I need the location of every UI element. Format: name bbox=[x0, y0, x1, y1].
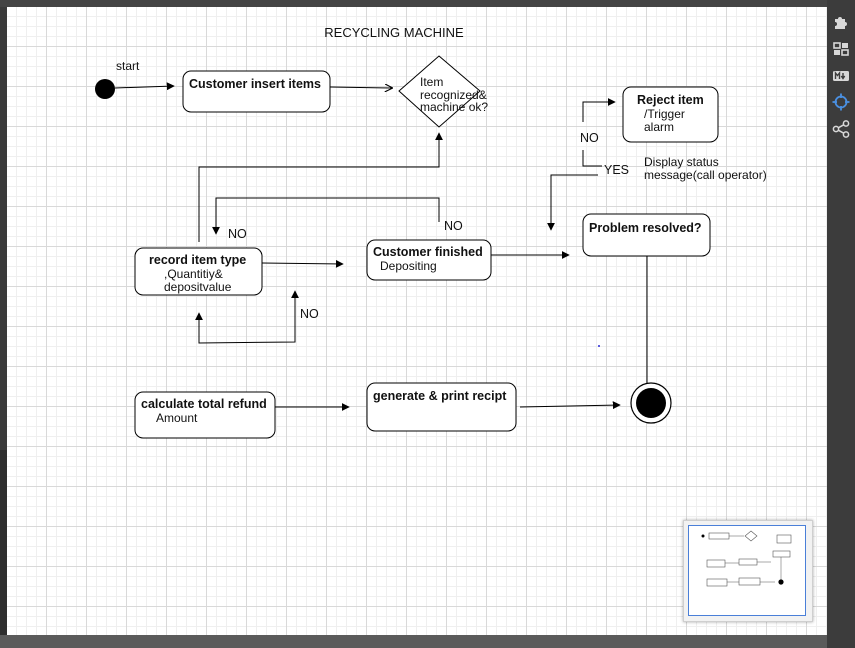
diagram-title: RECYCLING MACHINE bbox=[324, 25, 464, 40]
refund-title: calculate total refund bbox=[141, 397, 267, 411]
finished-title: Customer finished bbox=[373, 245, 483, 259]
edge-lower-no-loop bbox=[195, 312, 296, 344]
edge-start-to-insert bbox=[114, 82, 175, 91]
edge-yes-to-problem bbox=[547, 174, 598, 231]
start-node[interactable] bbox=[95, 79, 115, 99]
record-line-2: depositvalue bbox=[164, 280, 232, 294]
display-status-line-2: message(call operator) bbox=[644, 168, 767, 182]
top-bar bbox=[0, 0, 855, 7]
node-customer-insert[interactable]: Customer insert items bbox=[182, 70, 331, 113]
record-line-1: ,Quantitiy& bbox=[164, 267, 223, 281]
label-no-top: NO bbox=[580, 131, 599, 145]
label-no-center: NO bbox=[444, 219, 463, 233]
decision-line-2: recognized& bbox=[420, 88, 487, 102]
decision-line-1: Item bbox=[420, 75, 443, 89]
node-calculate-refund[interactable]: calculate total refund Amount bbox=[134, 391, 276, 439]
share-icon[interactable] bbox=[831, 119, 851, 139]
reject-line-2: alarm bbox=[644, 120, 674, 134]
node-decision[interactable]: Item recognized& machine ok? bbox=[398, 55, 488, 128]
markdown-icon[interactable] bbox=[831, 66, 851, 86]
edge-record-to-decision bbox=[198, 132, 443, 242]
reject-line-1: /Trigger bbox=[644, 107, 685, 121]
node-generate-print[interactable]: generate & print recipt bbox=[366, 382, 517, 432]
display-status-line-1: Display status bbox=[644, 155, 719, 169]
finished-line: Depositing bbox=[380, 259, 437, 273]
edge-finished-no-to-record bbox=[212, 197, 440, 235]
edge-insert-to-decision bbox=[329, 87, 392, 88]
left-panel-edge bbox=[0, 450, 7, 635]
record-title: record item type bbox=[149, 253, 246, 267]
label-no-lower: NO bbox=[300, 307, 319, 321]
state-diagram: RECYCLING MACHINE start Customer insert … bbox=[95, 25, 767, 439]
edge-record-to-finished bbox=[261, 259, 344, 268]
edge-no-to-reject bbox=[582, 98, 616, 122]
target-icon[interactable] bbox=[831, 92, 851, 112]
node-reject-item[interactable]: Reject item /Trigger alarm bbox=[622, 86, 719, 143]
label-no-loop-left: NO bbox=[228, 227, 247, 241]
edge-yes-stub bbox=[582, 150, 602, 167]
stray-dot bbox=[598, 345, 600, 347]
node-customer-finished[interactable]: Customer finished Depositing bbox=[366, 239, 492, 281]
print-label: generate & print recipt bbox=[373, 389, 507, 403]
refund-line: Amount bbox=[156, 411, 198, 425]
minimap-viewport[interactable] bbox=[688, 525, 806, 616]
diagram-canvas[interactable]: RECYCLING MACHINE start Customer insert … bbox=[7, 7, 827, 635]
minimap[interactable] bbox=[683, 520, 813, 622]
end-node[interactable] bbox=[630, 382, 672, 424]
reject-title: Reject item bbox=[637, 93, 704, 107]
layout-icon[interactable] bbox=[831, 39, 851, 59]
minimap-thumbnail bbox=[689, 526, 805, 615]
puzzle-icon[interactable] bbox=[831, 12, 851, 32]
decision-line-3: machine ok? bbox=[420, 100, 488, 114]
node-record-item-type[interactable]: record item type ,Quantitiy& depositvalu… bbox=[134, 247, 263, 296]
label-yes: YES bbox=[604, 163, 629, 177]
edge-print-to-end bbox=[519, 401, 621, 410]
bottom-bar bbox=[0, 635, 855, 648]
customer-insert-label: Customer insert items bbox=[189, 77, 321, 91]
node-problem-resolved[interactable]: Problem resolved? bbox=[582, 213, 711, 257]
right-toolbar bbox=[827, 0, 855, 648]
problem-label: Problem resolved? bbox=[589, 221, 702, 235]
start-label: start bbox=[116, 59, 140, 73]
